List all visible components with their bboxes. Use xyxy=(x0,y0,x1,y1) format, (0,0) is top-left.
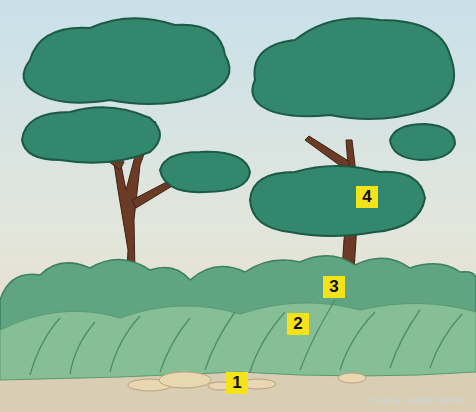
callout-number: 1 xyxy=(226,372,248,394)
watermark: Graphies / MEDD-DPPR xyxy=(366,396,465,406)
callout-number: 2 xyxy=(287,313,309,335)
grass-layer xyxy=(0,303,476,380)
grass-blades xyxy=(30,300,462,375)
callout-number: 4 xyxy=(356,186,378,208)
right-pine-canopy xyxy=(250,18,455,236)
callout-number: 3 xyxy=(323,276,345,298)
left-pine-canopy xyxy=(22,18,250,192)
